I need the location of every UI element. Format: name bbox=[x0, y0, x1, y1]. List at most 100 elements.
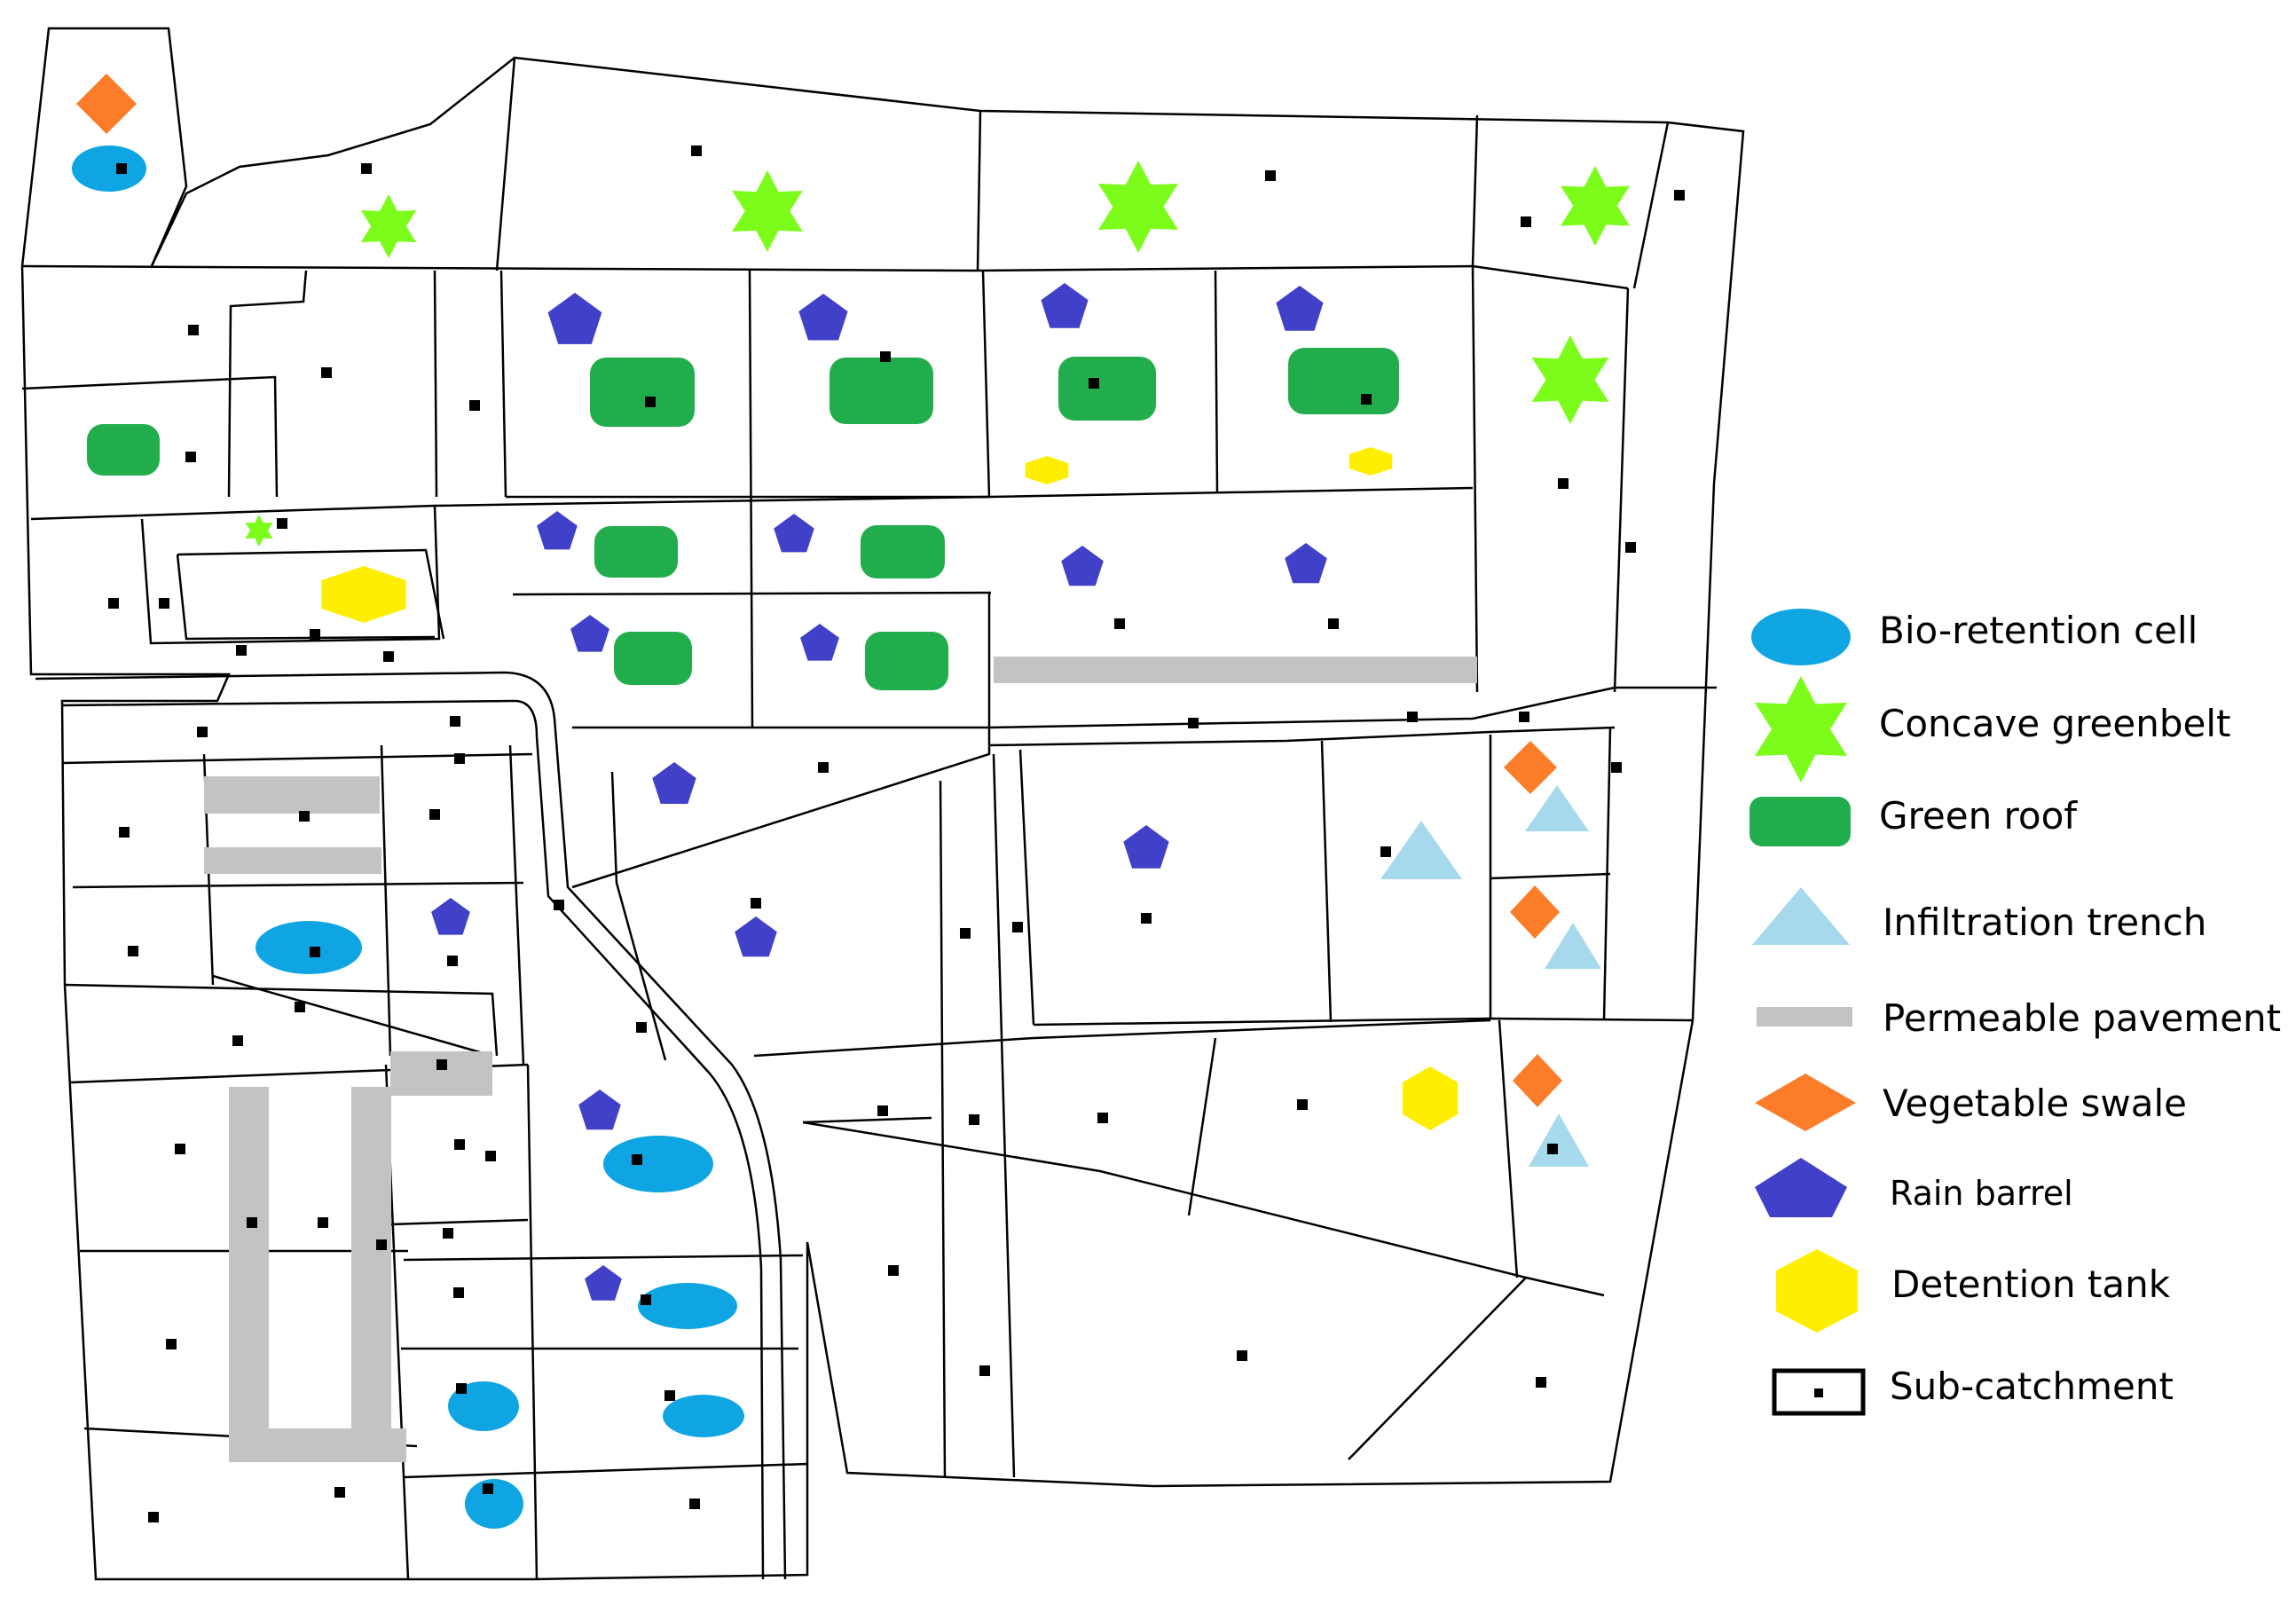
subcatchment-dot bbox=[454, 753, 465, 764]
bio-retention-cell bbox=[603, 1136, 713, 1192]
legend-label-pavement: Permeable pavement bbox=[1883, 996, 2281, 1040]
subcatchment-dot bbox=[1188, 718, 1199, 728]
parcel-boundaries bbox=[20, 27, 1745, 1581]
subcatchment-dot bbox=[185, 452, 196, 462]
subcatchment-dot bbox=[554, 900, 564, 910]
square-with-dot-icon bbox=[1772, 1368, 1866, 1416]
subcatchment-dot bbox=[1407, 712, 1418, 722]
subcatchment-dot bbox=[1536, 1377, 1546, 1388]
subcatchment-dot bbox=[641, 1294, 651, 1305]
subcatchment-dot bbox=[454, 1139, 465, 1150]
detention-tank bbox=[1349, 447, 1393, 476]
infiltration-trench bbox=[1525, 785, 1589, 831]
subcatchment-dot bbox=[1089, 378, 1099, 389]
subcatchment-dot bbox=[310, 947, 320, 957]
bio-retention-cell bbox=[638, 1283, 737, 1329]
concave-greenbelt bbox=[245, 515, 273, 547]
subcatchment-dot bbox=[888, 1265, 899, 1276]
subcatchment-dot bbox=[1114, 618, 1125, 629]
rain-barrel bbox=[798, 294, 848, 341]
subcatchment-dot bbox=[383, 651, 394, 662]
subcatchment-dot bbox=[232, 1035, 243, 1046]
subcatchment-dot bbox=[166, 1339, 177, 1349]
vegetable-swale bbox=[1513, 1054, 1562, 1107]
triangle-icon bbox=[1752, 887, 1850, 945]
rain-barrel bbox=[537, 511, 578, 550]
vegetable-swale bbox=[1504, 741, 1557, 794]
dot-icon bbox=[1814, 1389, 1823, 1397]
subcatchment-dot bbox=[197, 727, 208, 737]
permeable-pavement bbox=[204, 776, 380, 814]
permeable-pavement bbox=[390, 1051, 492, 1096]
subcatchment-dot bbox=[469, 400, 480, 411]
green-roof bbox=[614, 632, 692, 685]
six-point-star-icon bbox=[1755, 676, 1847, 783]
legend-item-roof: Green roof bbox=[1750, 794, 2078, 846]
rain-barrel bbox=[735, 917, 777, 957]
map-legend: Bio-retention cell Concave greenbelt Gre… bbox=[1750, 609, 2281, 1416]
permeable-pavement bbox=[229, 1087, 269, 1459]
subcatchment-centroids bbox=[108, 146, 1685, 1522]
subcatchment-dot bbox=[1012, 922, 1023, 932]
legend-item-barrel: Rain barrel bbox=[1755, 1158, 2073, 1217]
bar-icon bbox=[1757, 1007, 1852, 1027]
subcatchment-dot bbox=[453, 1287, 464, 1298]
subcatchment-dot bbox=[436, 1059, 447, 1070]
subcatchment-dot bbox=[318, 1217, 328, 1228]
subcatchment-dot bbox=[1547, 1144, 1558, 1154]
green-roof bbox=[590, 358, 695, 427]
legend-label-tank: Detention tank bbox=[1891, 1263, 2171, 1306]
subcatchment-dot bbox=[751, 898, 761, 909]
concave-greenbelt bbox=[732, 170, 803, 252]
subcatchment-dot bbox=[636, 1022, 647, 1033]
subcatchment-dot bbox=[361, 163, 372, 174]
green-roof bbox=[861, 525, 945, 578]
subcatchment-dot bbox=[247, 1217, 257, 1228]
rain-barrel bbox=[431, 898, 470, 935]
subcatchment-dot bbox=[1611, 762, 1622, 773]
permeable-pavement bbox=[229, 1428, 406, 1462]
subcatchment-dot bbox=[159, 598, 169, 609]
subcatchment-dot bbox=[691, 146, 702, 156]
subcatchment-dot bbox=[1519, 712, 1529, 722]
bio-retention-cell bbox=[465, 1479, 523, 1529]
subcatchment-dot bbox=[877, 1105, 888, 1116]
subcatchment-dot bbox=[1674, 190, 1685, 201]
subcatchment-dot bbox=[447, 956, 458, 966]
legend-label-swale: Vegetable swale bbox=[1883, 1082, 2187, 1125]
bio-retention-cell bbox=[72, 146, 146, 192]
legend-label-barrel: Rain barrel bbox=[1890, 1174, 2073, 1213]
green-roof bbox=[830, 358, 933, 424]
green-roof bbox=[87, 424, 160, 476]
diamond-icon bbox=[1755, 1074, 1856, 1131]
permeable-pavement bbox=[204, 847, 381, 874]
subcatchment-dot bbox=[1265, 170, 1276, 181]
concave-greenbelt bbox=[1531, 335, 1609, 424]
green-roof bbox=[1288, 348, 1399, 414]
green-roof bbox=[594, 526, 678, 578]
subcatchment-dot bbox=[1625, 542, 1636, 553]
vegetable-swale bbox=[1510, 885, 1560, 939]
subcatchment-dot bbox=[1297, 1099, 1308, 1110]
lid-features bbox=[72, 74, 1630, 1529]
subcatchment-dot bbox=[1237, 1350, 1247, 1361]
subcatchment-dot bbox=[188, 325, 199, 335]
ellipse-icon bbox=[1751, 609, 1851, 665]
legend-item-swale: Vegetable swale bbox=[1755, 1074, 2187, 1131]
legend-item-tank: Detention tank bbox=[1776, 1249, 2171, 1333]
green-roof bbox=[865, 632, 948, 690]
subcatchment-dot bbox=[483, 1483, 493, 1494]
detention-tank bbox=[1025, 456, 1069, 484]
subcatchment-dot bbox=[443, 1228, 453, 1239]
subcatchment-dot bbox=[236, 645, 247, 656]
subcatchment-dot bbox=[979, 1365, 990, 1376]
subcatchment-dot bbox=[645, 397, 656, 407]
rain-barrel bbox=[585, 1265, 622, 1301]
rain-barrel bbox=[774, 514, 814, 553]
rain-barrel bbox=[652, 762, 696, 804]
subcatchment-dot bbox=[456, 1383, 467, 1394]
legend-label-trench: Infiltration trench bbox=[1883, 901, 2206, 944]
infiltration-trench bbox=[1529, 1113, 1589, 1167]
legend-item-pavement: Permeable pavement bbox=[1757, 996, 2281, 1040]
